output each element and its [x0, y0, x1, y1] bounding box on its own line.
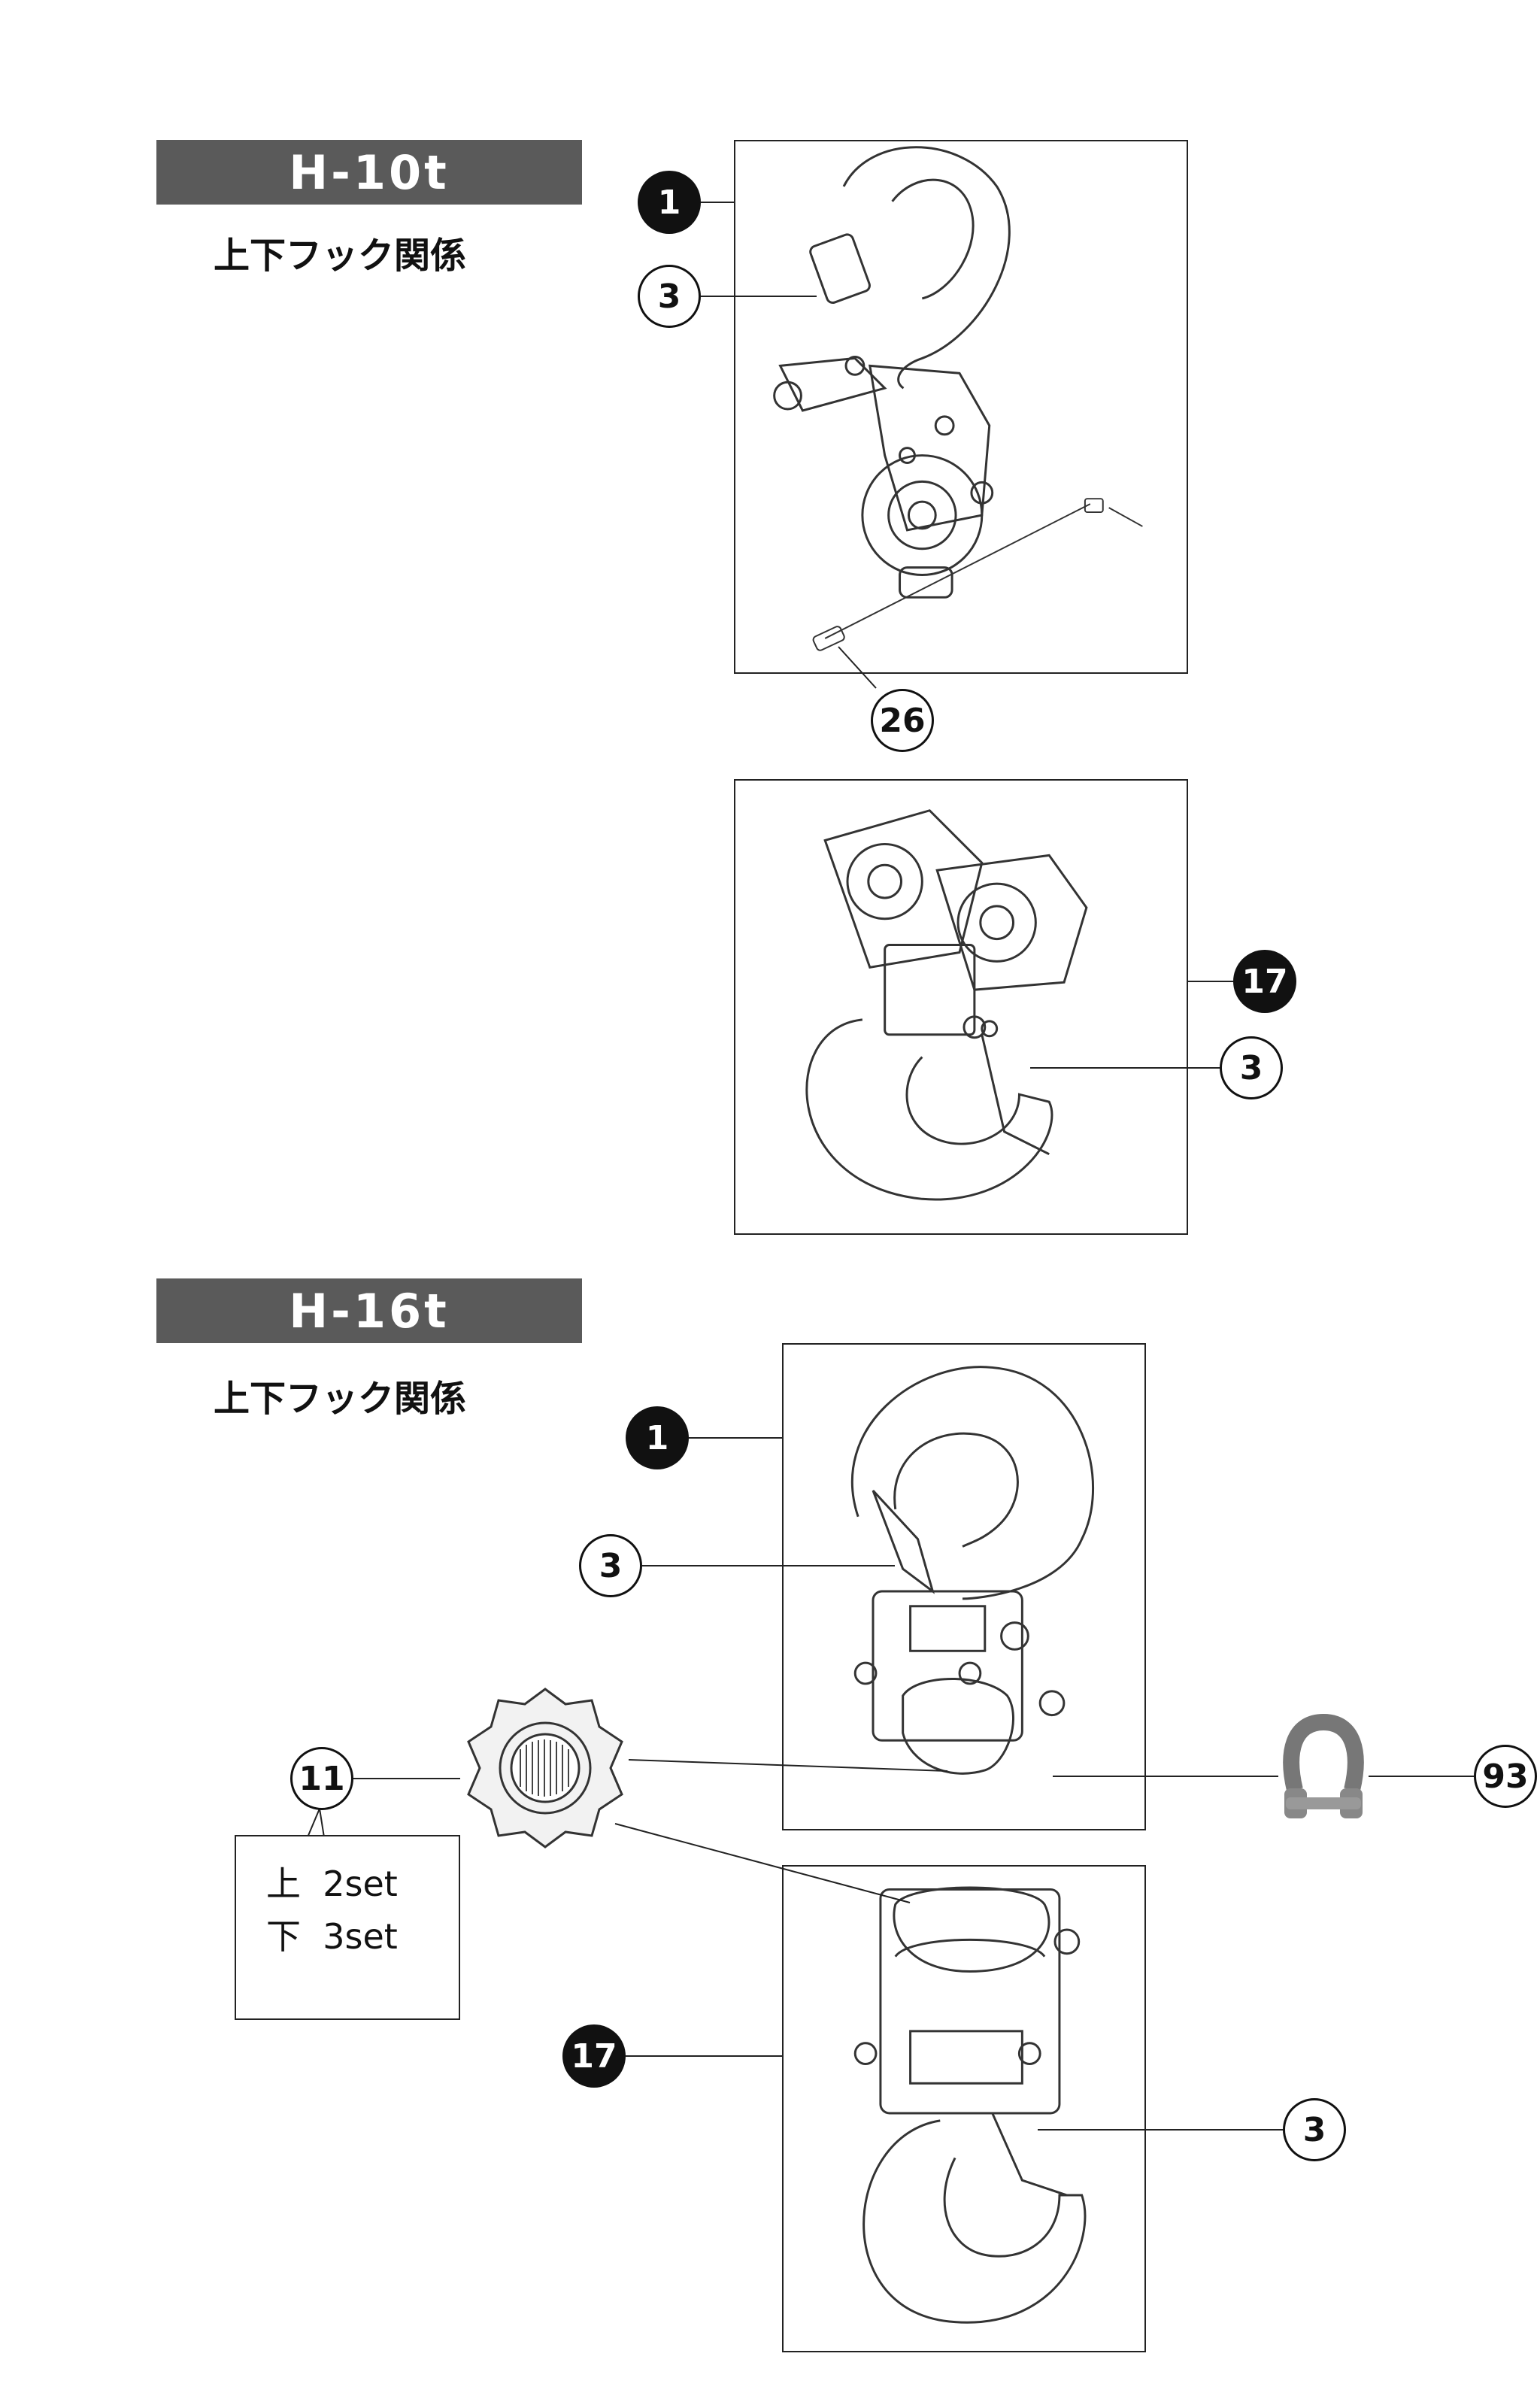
- callout-shackle: 93: [1474, 1745, 1537, 1808]
- h10t-bottom-hook-figure: [734, 779, 1188, 1235]
- bottom-hook-illustration: [805, 809, 1088, 1201]
- model-tag-h10t: H-10t: [156, 140, 582, 205]
- section-subtitle-h16t: 上下フック関係: [214, 1378, 467, 1420]
- model-tag-h16t: H-16t: [156, 1278, 582, 1343]
- callout-top-hook: 1: [626, 1406, 689, 1469]
- quantity-lower: 下 3set: [266, 1916, 398, 1957]
- top-hook-illustration: [850, 1366, 1095, 1775]
- callout-bottom-hook: 17: [562, 2024, 626, 2088]
- callout-top-hook: 1: [638, 171, 701, 234]
- callout-sheave: 11: [290, 1747, 353, 1810]
- top-hook-illustration: [773, 146, 1143, 651]
- quantity-upper: 上 2set: [266, 1864, 398, 1904]
- callout-bottom-hook: 17: [1233, 950, 1296, 1013]
- callout-latch: 3: [1220, 1036, 1283, 1099]
- callout-latch: 3: [579, 1534, 642, 1597]
- section-subtitle-h10t: 上下フック関係: [214, 235, 467, 277]
- callout-pin: 26: [871, 689, 934, 752]
- shackle-illustration: [1283, 1713, 1364, 1818]
- sheave-illustration: [467, 1688, 623, 1848]
- callout-latch: 3: [638, 265, 701, 328]
- callout-latch: 3: [1283, 2098, 1346, 2161]
- h16t-bottom-hook-figure: [782, 1865, 1146, 2352]
- quantity-note-box: 上 2set 下 3set: [235, 1835, 460, 2020]
- h10t-top-hook-figure: [734, 140, 1188, 674]
- h16t-top-hook-figure: [782, 1343, 1146, 1830]
- bottom-hook-illustration: [853, 1886, 1087, 2324]
